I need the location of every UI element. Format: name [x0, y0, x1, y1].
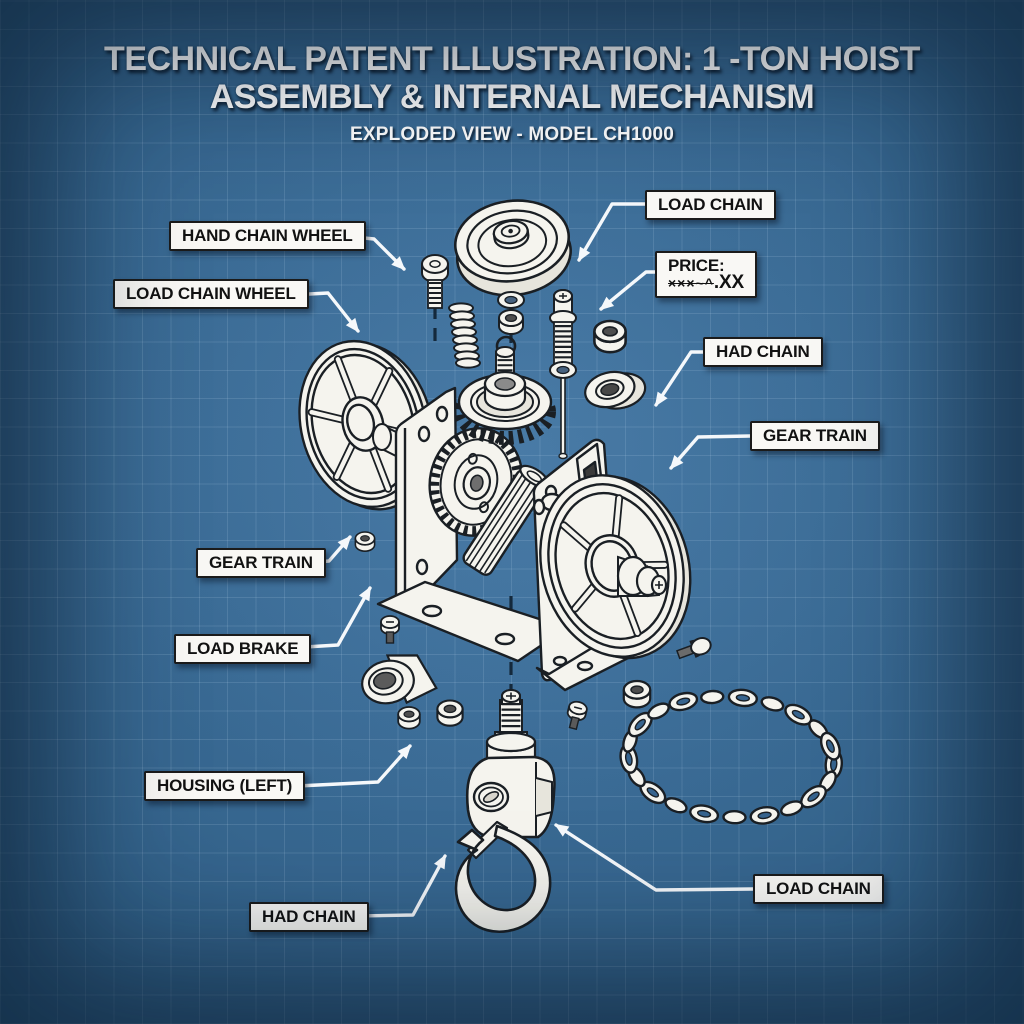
hook-assembly-drawing — [454, 689, 556, 934]
title-line-2: ASSEMBLY & INTERNAL MECHANISM — [209, 78, 815, 116]
label-had-chain-right: HAD CHAIN — [703, 337, 823, 367]
fasteners-drawing — [354, 254, 712, 732]
label-gear-train-right: GEAR TRAIN — [750, 421, 880, 451]
label-housing-left: HOUSING (LEFT) — [144, 771, 306, 801]
housing-left-drawing — [376, 386, 569, 663]
price-caption: PRICE: — [668, 256, 725, 275]
hand-wheel-pulley-drawing — [539, 474, 692, 660]
chain-loop-drawing — [619, 688, 843, 825]
top-gear-drawing — [454, 335, 556, 445]
label-gear-train-left: GEAR TRAIN — [196, 548, 326, 578]
load-brake-bushing — [361, 654, 438, 705]
hand-chain-wheel-disc-drawing — [453, 199, 572, 297]
label-had-chain-bottom: HAD CHAIN — [249, 902, 369, 932]
price-amount: .XX — [713, 272, 744, 293]
page-title: TECHNICAL PATENT ILLUSTRATION: 1 -TON HO… — [0, 40, 1024, 116]
title-line-1: TECHNICAL PATENT ILLUSTRATION: 1 -TON HO… — [104, 40, 920, 78]
label-hand-chain-wheel: HAND CHAIN WHEEL — [169, 221, 366, 251]
label-price: PRICE: ×××~^.XX — [655, 251, 757, 298]
label-load-brake: LOAD BRAKE — [174, 634, 312, 664]
spring-drawing — [448, 302, 481, 369]
page-subtitle: EXPLODED VIEW - MODEL CH1000 — [349, 124, 675, 145]
label-load-chain-top: LOAD CHAIN — [645, 190, 776, 220]
label-load-chain-wheel: LOAD CHAIN WHEEL — [113, 279, 309, 309]
price-scribble: ×××~^ — [668, 275, 714, 291]
title-block: TECHNICAL PATENT ILLUSTRATION: 1 -TON HO… — [0, 40, 1024, 146]
label-load-chain-bottom: LOAD CHAIN — [753, 874, 884, 904]
pinion-gear-drawing — [462, 464, 550, 576]
